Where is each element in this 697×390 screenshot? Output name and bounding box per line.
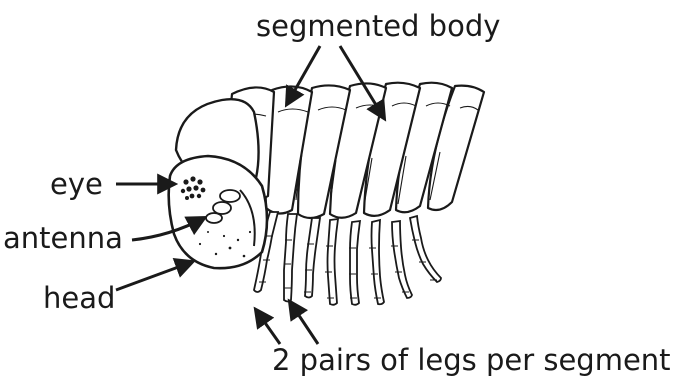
legs-label: 2 pairs of legs per segment (272, 346, 671, 375)
body-segments (230, 83, 484, 218)
leg (305, 218, 320, 298)
leg (410, 216, 441, 282)
legs-arrow-right (290, 302, 318, 344)
segmented-body-label: segmented body (256, 12, 500, 41)
leg (372, 220, 385, 304)
leg (350, 221, 360, 305)
head (169, 99, 267, 268)
eye-label: eye (50, 170, 103, 199)
antenna-label: antenna (3, 224, 123, 253)
leg (392, 221, 412, 298)
head-arrow (116, 262, 192, 290)
leg (328, 219, 339, 305)
legs-arrow-left (256, 310, 280, 344)
head-label: head (43, 284, 115, 313)
legs (254, 212, 441, 305)
